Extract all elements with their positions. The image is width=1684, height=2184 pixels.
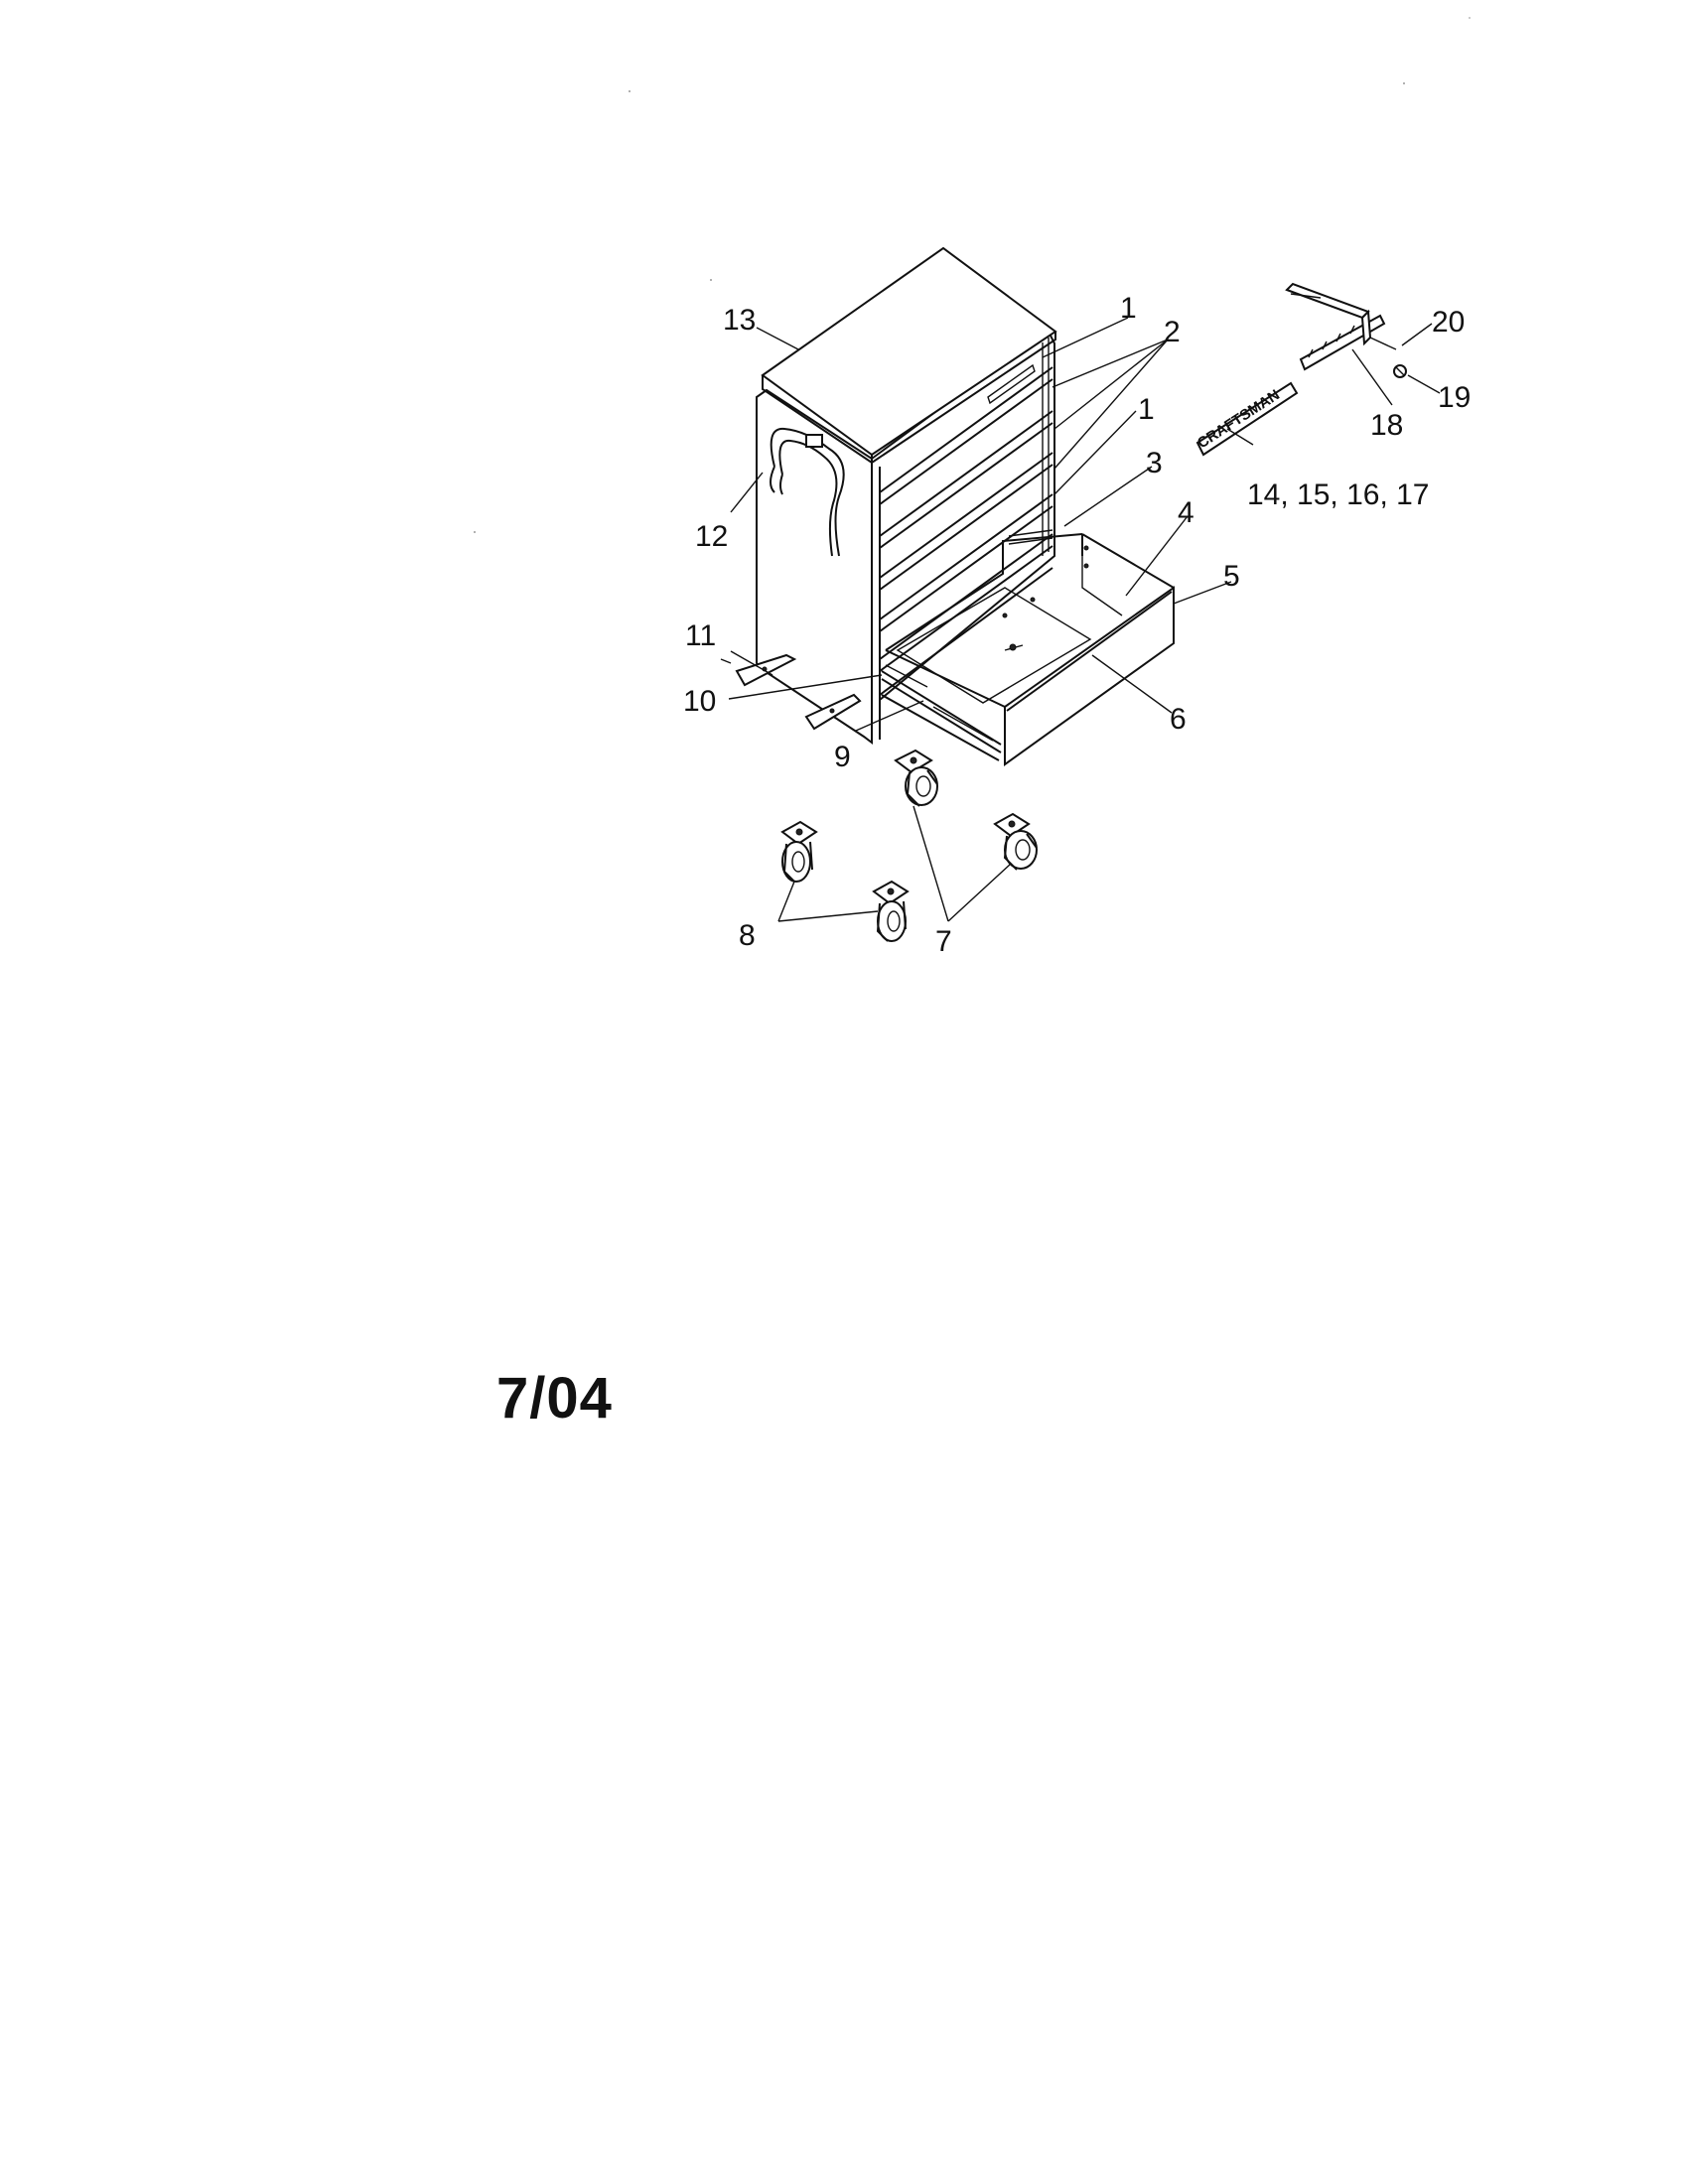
tool-cabinet — [720, 246, 1057, 745]
callout-labels: 13 1 2 1 3 4 5 6 7 8 9 10 11 12 14, 15, … — [683, 292, 1471, 958]
callout-18: 18 — [1370, 409, 1403, 442]
callout-19: 19 — [1438, 381, 1471, 414]
drawer-box — [1004, 586, 1175, 766]
nameplate-bracket — [1285, 282, 1370, 320]
callout-6: 6 — [1170, 703, 1187, 736]
callout-5: 5 — [1223, 560, 1240, 593]
caster-rigid-1 — [780, 820, 818, 883]
date-code: 7/04 — [496, 1366, 613, 1431]
base-brackets — [720, 653, 862, 731]
nameplate-text: CRAFTSMAN — [1194, 386, 1283, 452]
callout-8: 8 — [739, 919, 756, 952]
callout-14-17: 14, 15, 16, 17 — [1247, 478, 1430, 511]
callout-20: 20 — [1432, 306, 1465, 339]
caster-swivel-1 — [894, 749, 938, 807]
callout-1-bottom: 1 — [1138, 393, 1155, 426]
callout-2: 2 — [1164, 316, 1181, 348]
leader-lines — [728, 317, 1441, 922]
bottom-drawer — [881, 529, 1175, 766]
callout-9: 9 — [834, 741, 851, 773]
callout-7: 7 — [935, 925, 952, 958]
casters — [780, 749, 1038, 942]
caster-rigid-2 — [872, 880, 910, 942]
callout-1-top: 1 — [1120, 292, 1137, 325]
scan-specks — [474, 17, 1471, 533]
caster-swivel-2 — [993, 812, 1038, 871]
upper-drawers — [879, 338, 1053, 696]
callout-4: 4 — [1178, 496, 1194, 529]
callout-13: 13 — [723, 304, 756, 337]
nameplate — [1195, 381, 1299, 457]
callout-10: 10 — [683, 685, 716, 718]
callout-3: 3 — [1146, 447, 1163, 479]
side-handle — [770, 427, 845, 557]
trim-rail — [1299, 314, 1386, 371]
callout-12: 12 — [695, 520, 728, 553]
callout-11: 11 — [685, 619, 716, 652]
